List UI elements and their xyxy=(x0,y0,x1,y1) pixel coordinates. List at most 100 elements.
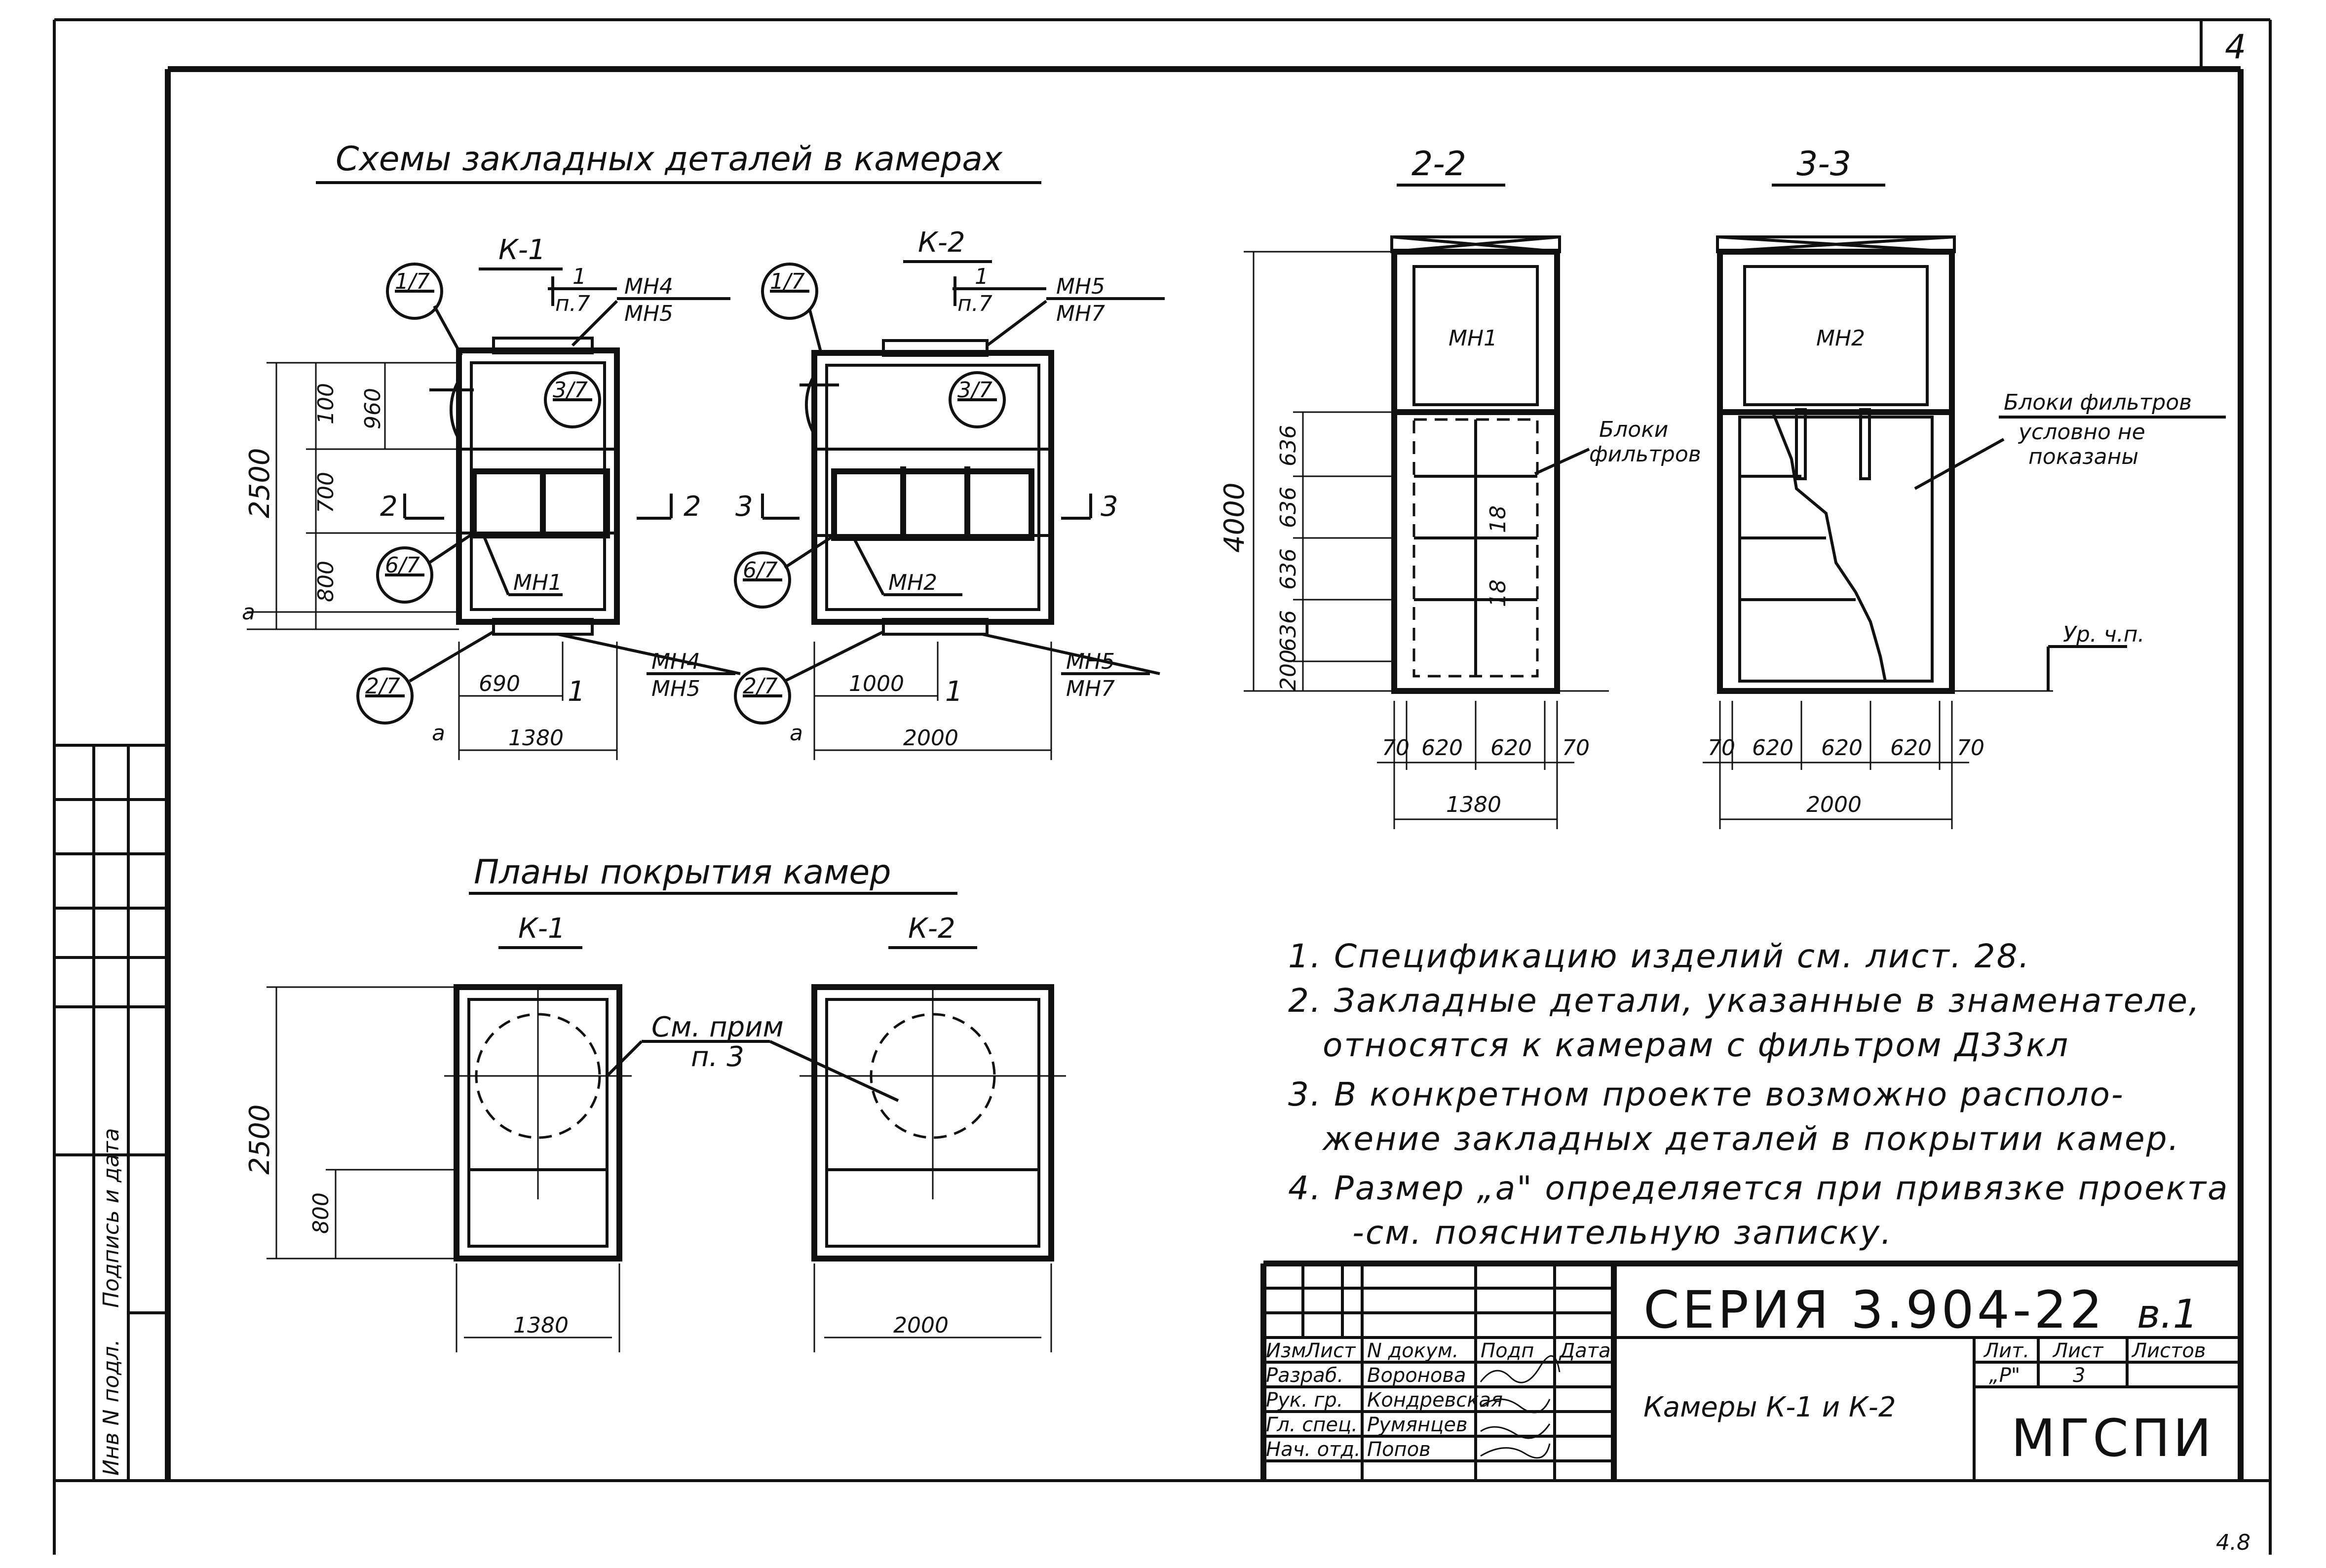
s22-drawing xyxy=(1244,235,1609,694)
roof-see-note2: п. 3 xyxy=(691,1041,744,1073)
s22-dim-1380: 1380 xyxy=(1446,792,1501,817)
k2-dim-a: а xyxy=(790,721,803,746)
stamp-title: Камеры К-1 и К-2 xyxy=(1643,1391,1896,1423)
note-1: 1. Спецификацию изделий см. лист. 28. xyxy=(1288,937,2031,975)
s22-dim-200: 200 xyxy=(1276,650,1301,691)
note-3: 3. В конкретном проекте возможно располо… xyxy=(1288,1075,2125,1113)
stamp-sheet-label: Лист xyxy=(2052,1339,2104,1362)
sheet-number: 4 xyxy=(2225,28,2246,67)
k1-section-sheet: п.7 xyxy=(555,291,590,316)
k2-callout-2 xyxy=(734,667,791,725)
s33-dim-620b: 620 xyxy=(1821,735,1863,761)
roof-dims xyxy=(267,986,1052,1352)
k2-part-mid: МН2 xyxy=(888,570,937,595)
roof-see-note: См. прим xyxy=(651,1011,784,1043)
k1-dim-690: 690 xyxy=(479,671,520,696)
k2-cut-right: 3 xyxy=(1101,491,1118,523)
s22-dim-636a: 636 xyxy=(1276,425,1301,466)
s22-dim-70b: 70 xyxy=(1562,735,1590,761)
stamp-lit-value: „Р" xyxy=(1989,1364,2020,1387)
note-2-cont: относятся к камерам с фильтром Д33кл xyxy=(1323,1026,2069,1064)
roof-k1-label: К-1 xyxy=(518,913,566,945)
k1-parts-bot2: МН5 xyxy=(651,676,700,701)
s22-dim-636d: 636 xyxy=(1276,610,1301,651)
s33-dim-70a: 70 xyxy=(1708,735,1735,761)
k2-cut-left: 3 xyxy=(735,491,753,523)
stamp-header-list: Лист xyxy=(1304,1339,1356,1362)
s22-dim-18a: 18 xyxy=(1486,505,1511,533)
s33-note3: показаны xyxy=(2028,444,2138,469)
stamp-header-izm: Изм xyxy=(1266,1339,1306,1362)
k1-callout-2 xyxy=(356,667,414,725)
k1-section-mark: 1 xyxy=(572,264,586,289)
k2-dim-1000: 1000 xyxy=(849,671,904,696)
stamp-header-sign: Подп xyxy=(1481,1339,1534,1362)
k1-callout-2-text: 2/7 xyxy=(365,674,400,699)
k1-dim-100: 100 xyxy=(313,383,339,424)
roof-k2-plan xyxy=(800,984,1066,1262)
stamp-sheets-label: Листов xyxy=(2131,1339,2206,1362)
k1-callout-6-text: 6/7 xyxy=(385,553,420,578)
k2-callout-6-text: 6/7 xyxy=(743,558,778,583)
k2-scheme xyxy=(800,339,1054,636)
k2-callout-3-text: 3/7 xyxy=(957,378,992,403)
k1-dim-a-left: а xyxy=(242,600,255,625)
stamp-issue: в.1 xyxy=(2137,1291,2198,1337)
k2-parts-top2: МН7 xyxy=(1056,301,1105,326)
k1-dims xyxy=(247,362,618,760)
side-strip-sign: Подпись и дата xyxy=(99,1128,124,1308)
s22-dim-18b: 18 xyxy=(1486,579,1511,607)
stamp-role-2: Рук. гр. xyxy=(1266,1389,1343,1412)
embedded-title: Схемы закладных деталей в камерах xyxy=(336,140,1003,179)
k1-callout-6 xyxy=(376,546,433,604)
s33-dim-70b: 70 xyxy=(1957,735,1984,761)
k1-parts-top2: МН5 xyxy=(624,301,673,326)
s33-dims xyxy=(1703,701,1969,829)
k1-label: К-1 xyxy=(498,234,546,266)
stamp-role-1: Разраб. xyxy=(1266,1364,1343,1387)
stamp-role-4: Нач. отд. xyxy=(1266,1438,1361,1461)
roof-k2-label: К-2 xyxy=(908,913,955,945)
s33-note2: условно не xyxy=(2018,420,2145,445)
s33-dim-620c: 620 xyxy=(1890,735,1932,761)
k1-dim-1380: 1380 xyxy=(508,726,564,751)
k1-scheme xyxy=(429,337,620,636)
stamp-header-doc: N докум. xyxy=(1367,1339,1459,1362)
k1-callout-top xyxy=(386,263,443,320)
k2-callout-top-text: 1/7 xyxy=(770,269,805,294)
k2-parts-bot2: МН7 xyxy=(1066,676,1115,701)
roof-k2-dim-2000: 2000 xyxy=(893,1313,949,1338)
k2-dims xyxy=(813,642,1052,760)
stamp-name-1: Воронова xyxy=(1367,1364,1466,1387)
k2-callout-2-text: 2/7 xyxy=(743,674,778,699)
stamp-role-3: Гл. спец. xyxy=(1266,1414,1358,1436)
side-strip xyxy=(54,744,168,1481)
s33-label: 3-3 xyxy=(1796,145,1851,184)
k1-callout-3-text: 3/7 xyxy=(553,378,588,403)
k2-callout-3 xyxy=(949,371,1006,428)
stamp-header-date: Дата xyxy=(1559,1339,1611,1362)
k1-part-mid: МН1 xyxy=(513,570,562,595)
s22-dim-620a: 620 xyxy=(1421,735,1463,761)
k1-dim-a-bottom: а xyxy=(432,721,445,746)
k2-section-mark: 1 xyxy=(975,264,989,289)
s22-dim-620b: 620 xyxy=(1490,735,1532,761)
s33-level: Ур. ч.п. xyxy=(2063,622,2144,647)
roof-k1-dim-1380: 1380 xyxy=(513,1313,569,1338)
s33-dim-2000: 2000 xyxy=(1806,792,1862,817)
k1-parts-bot: МН4 xyxy=(651,649,700,674)
notes-block: 1. Спецификацию изделий см. лист. 28. 2.… xyxy=(1288,937,2228,1252)
s22-dim-70a: 70 xyxy=(1382,735,1410,761)
k1-dim-2500: 2500 xyxy=(244,448,276,518)
s22-part: МН1 xyxy=(1449,326,1497,351)
s22-dim-636b: 636 xyxy=(1276,487,1301,528)
k1-dim-800: 800 xyxy=(313,561,339,602)
s33-note1: Блоки фильтров xyxy=(2004,390,2192,415)
s22-dims xyxy=(1244,251,1574,829)
s22-dim-4000: 4000 xyxy=(1219,482,1251,553)
stamp-series: СЕРИЯ 3.904-22 xyxy=(1643,1280,2105,1340)
k1-dim-one: 1 xyxy=(568,676,585,708)
k1-callout-3 xyxy=(544,371,601,428)
s33-part: МН2 xyxy=(1816,326,1865,351)
stamp-signatures xyxy=(1480,1355,1561,1459)
